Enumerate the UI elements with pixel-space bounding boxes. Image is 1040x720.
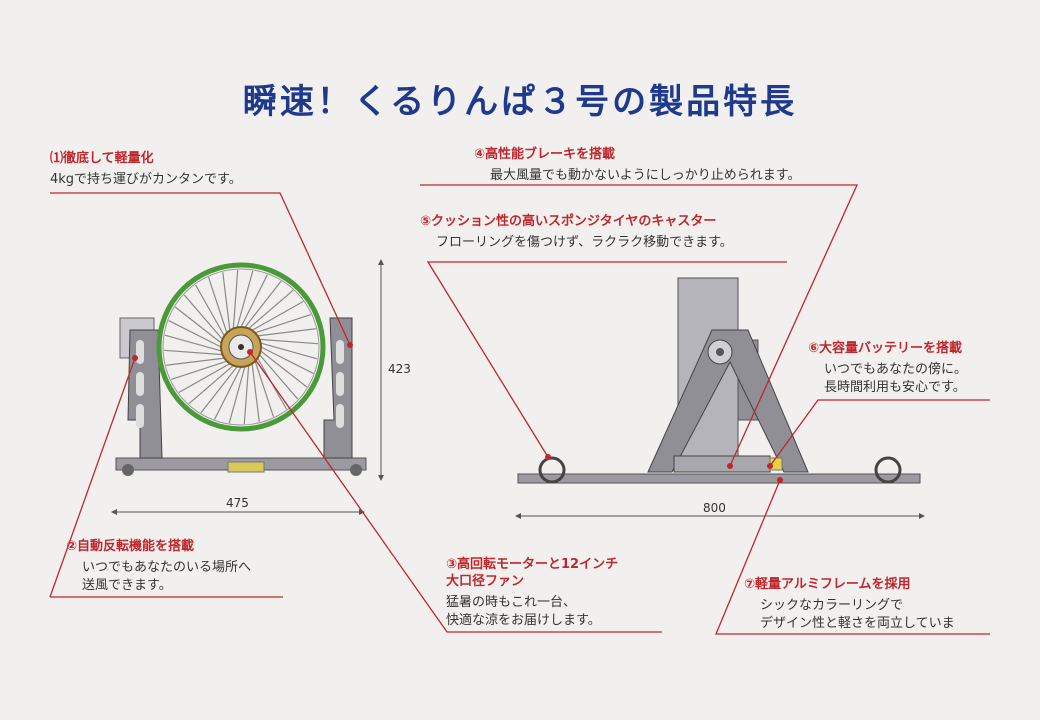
fan-spoke [244,280,282,328]
side-view [515,277,925,519]
fan-spoke [170,360,228,381]
feature-4-desc: 最大風量でも動かないようにしっかり止められます。 [490,168,801,183]
fan-spoke [207,276,228,334]
dimension-width-side: 800 [703,501,726,515]
feature-6-title: ⑥大容量バッテリーを搭載 [808,341,963,356]
feature-5: ⑤クッション性の高いスポンジタイヤのキャスター フローリングを傷つけず、ラクラク… [420,213,733,252]
fan-spoke [254,360,275,418]
feature-3-title: ③高回転モーターと12インチ 大口径ファン [446,557,619,589]
feature-4-title: ④高性能ブレーキを搭載 [474,147,616,162]
fan-spoke [164,334,222,352]
front-view [111,259,384,515]
fan-spoke [260,350,308,388]
fan-spoke [188,365,234,405]
fan-spoke [222,272,231,331]
fan-spoke [251,301,304,331]
feature-2: ②自動反転機能を搭載 いつでもあなたのいる場所へ 送風できます。 [66,538,251,595]
fan-spoke [240,274,268,328]
fan-spoke [168,320,222,348]
page-title: 瞬速！くるりんぱ３号の製品特長 [242,82,798,122]
feature-1-title: ⑴徹底して軽量化 [50,151,154,166]
fan-spoke [260,342,318,360]
fan-spoke [260,346,314,374]
fan-spoke [164,349,223,356]
fan-spoke [195,284,225,337]
fan-spoke [214,366,242,420]
feature-1-desc: 4kgで持ち運びがカンタンです。 [50,172,242,187]
dimension-height: 423 [388,362,411,376]
fan-spoke [174,306,222,344]
feature-1: ⑴徹底して軽量化 4kgで持ち運びがカンタンです。 [50,150,242,189]
feature-2-desc: いつでもあなたのいる場所へ 送風できます。 [82,560,252,593]
callout-dots [132,342,783,483]
feature-6: ⑥大容量バッテリーを搭載 いつでもあなたの傍に。 長時間利用も安心です。 [808,340,1040,397]
feature-2-title: ②自動反転機能を搭載 [66,539,195,554]
feature-3: ③高回転モーターと12インチ 大口径ファン 猛暑の時もこれ一台、 快適な涼をお届… [446,556,618,630]
fan-spoke [259,354,299,400]
fan-spoke [166,357,225,366]
fan-spoke [236,270,254,328]
fan-spoke [259,338,318,345]
feature-7: ⑦軽量アルミフレームを採用 シックなカラーリングで デザイン性と軽さを両立してい… [744,576,1040,633]
fan-spoke [178,363,231,393]
feature-7-desc: シックなカラーリングで デザイン性と軽さを両立していま [760,598,955,631]
dimension-width-front: 475 [226,496,249,510]
fan-spoke [183,294,223,340]
fan-spoke [257,328,316,337]
feature-6-desc: いつでもあなたの傍に。 長時間利用も安心です。 [824,362,968,395]
fan-spoke [248,289,294,329]
fan-spoke [200,366,238,414]
feature-7-title: ⑦軽量アルミフレームを採用 [744,577,911,592]
fan-spoke [232,270,239,329]
feature-5-desc: フローリングを傷つけず、ラクラク移動できます。 [436,235,733,250]
fan-spoke [228,366,246,424]
feature-5-title: ⑤クッション性の高いスポンジタイヤのキャスター [420,214,717,229]
fan-spoke [251,363,260,422]
fan-spoke [243,365,250,424]
fan-spoke [254,313,312,334]
feature-3-desc: 猛暑の時もこれ一台、 快適な涼をお届けします。 [446,595,601,628]
callout-lines [49,184,990,635]
feature-4: ④高性能ブレーキを搭載 最大風量でも動かないようにしっかり止められます。 [474,146,800,185]
